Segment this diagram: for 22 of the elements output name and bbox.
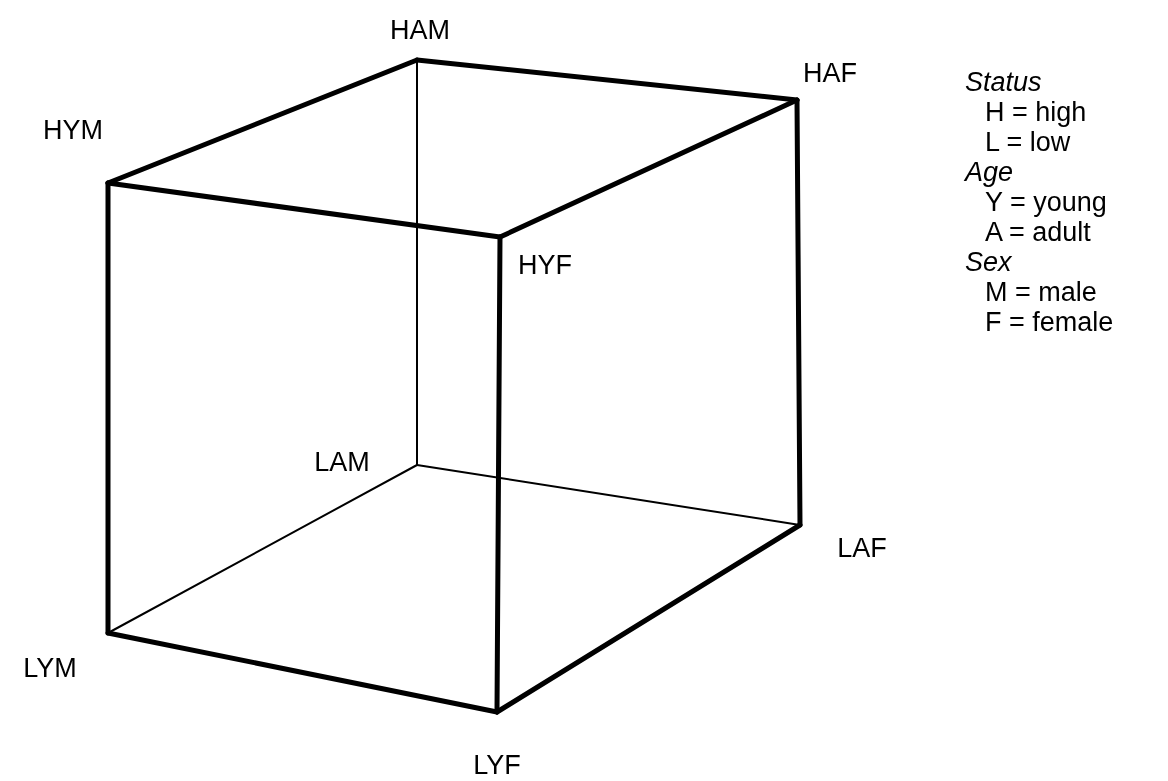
key-entry: A = adult (985, 217, 1091, 247)
cube-edge (107, 464, 418, 634)
cube-edge (105, 57, 420, 186)
key-entry: H = high (985, 97, 1087, 127)
key-entry: Y = young (985, 187, 1107, 217)
key-heading: Sex (965, 247, 1012, 277)
cube-edge (497, 97, 800, 240)
vertex-label: HAM (388, 16, 452, 60)
vertex-label: LYM (18, 633, 108, 682)
key-entry: F = female (985, 307, 1114, 337)
vertex-label: HAF (797, 59, 862, 100)
vertex-label: LAM (310, 448, 417, 476)
cube-edge (494, 522, 803, 715)
vertex-label: HYF (500, 237, 577, 279)
key-entry: L = low (985, 127, 1071, 157)
vertex-label: HYM (41, 116, 108, 183)
key-heading: Age (965, 157, 1014, 187)
key-entry: M = male (985, 277, 1097, 307)
vertex-label: LYF (465, 712, 529, 779)
vertex-label: LAF (800, 525, 894, 562)
cube-edge (416, 59, 418, 466)
key-heading: Status (965, 67, 1042, 97)
